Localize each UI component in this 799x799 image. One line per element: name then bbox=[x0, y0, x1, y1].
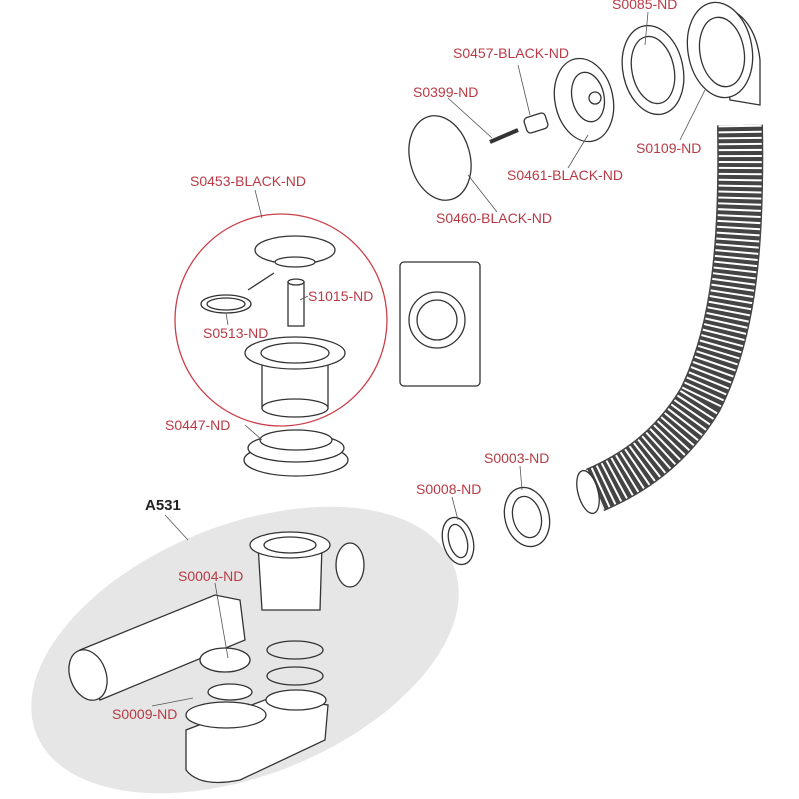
leader-lines bbox=[151, 11, 706, 707]
part-label-s0109: S0109-ND bbox=[636, 140, 702, 156]
trap-body bbox=[249, 531, 365, 611]
elbow-pipe-s0004 bbox=[68, 594, 251, 701]
cap-s0460 bbox=[408, 115, 472, 201]
nut-s0003 bbox=[503, 486, 551, 548]
part-label-s0447: S0447-ND bbox=[165, 417, 231, 433]
part-label-s0003: S0003-ND bbox=[484, 450, 550, 466]
connector-s0457 bbox=[523, 112, 549, 134]
screw-s0399 bbox=[489, 128, 519, 144]
s0453-highlight-circle bbox=[174, 213, 388, 427]
ring-s0513 bbox=[200, 294, 252, 314]
part-label-s0085: S0085-ND bbox=[612, 0, 678, 12]
mounting-tool bbox=[399, 261, 481, 387]
part-label-s0460: S0460-BLACK-ND bbox=[436, 210, 552, 226]
part-label-s0009: S0009-ND bbox=[112, 706, 178, 722]
ring-s0008 bbox=[441, 516, 475, 566]
seal-rings bbox=[266, 640, 324, 686]
ring-s0009 bbox=[207, 683, 253, 701]
part-label-s0008: S0008-ND bbox=[416, 481, 482, 497]
part-label-s1015: S1015-ND bbox=[308, 288, 374, 304]
arrow-s0453 bbox=[247, 272, 275, 291]
trap-base bbox=[185, 689, 329, 784]
part-label-s0399: S0399-ND bbox=[413, 84, 479, 100]
part-label-s0461: S0461-BLACK-ND bbox=[507, 167, 623, 183]
ring-s0085 bbox=[621, 24, 685, 116]
plug-s0453 bbox=[254, 235, 336, 268]
part-label-s0513: S0513-ND bbox=[203, 325, 269, 341]
overflow-elbow-s0109 bbox=[686, 1, 761, 106]
gasket-s0447 bbox=[243, 429, 349, 477]
drain-body-s0453 bbox=[244, 336, 346, 418]
part-label-s0004: S0004-ND bbox=[178, 568, 244, 584]
spring-s1015 bbox=[287, 278, 305, 327]
part-label-s0453: S0453-BLACK-ND bbox=[190, 173, 306, 189]
assembly-label-a531: A531 bbox=[145, 497, 181, 514]
flexible-hose bbox=[576, 124, 764, 515]
part-label-s0457: S0457-BLACK-ND bbox=[453, 45, 569, 61]
rosette-s0461 bbox=[553, 57, 615, 143]
